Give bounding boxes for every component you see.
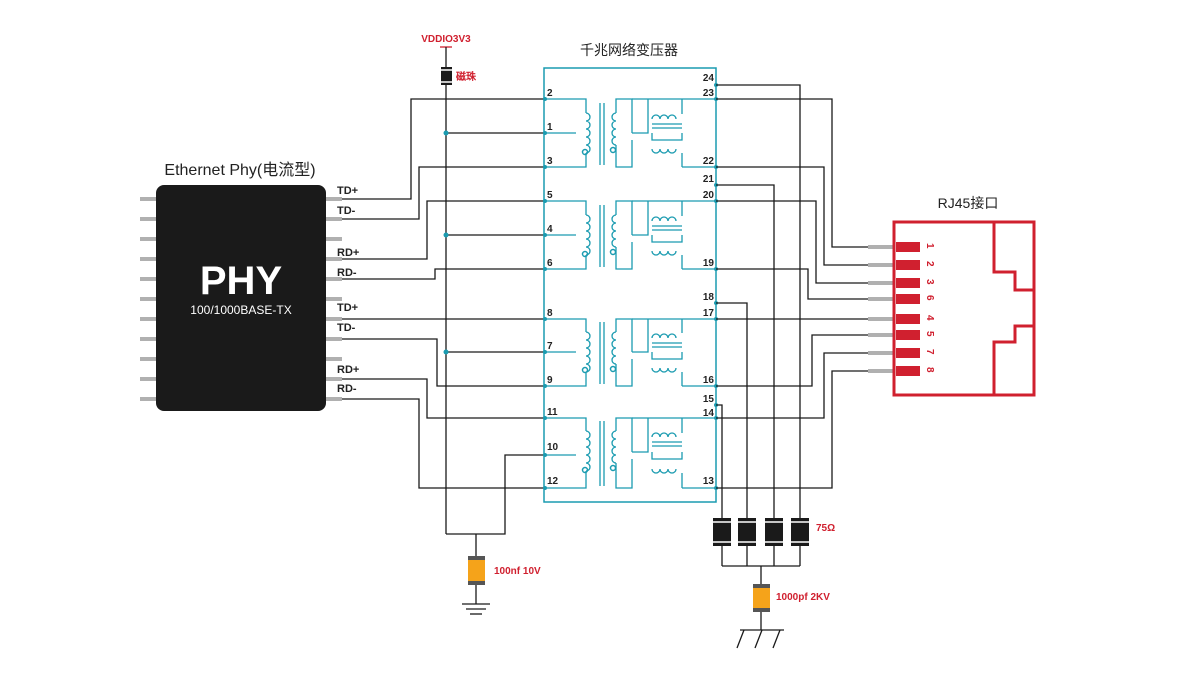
rj45-pin-number: 5 [924, 331, 935, 337]
rj45-contact [896, 348, 920, 358]
phy-pin-label: RD- [337, 267, 357, 279]
rj45-pin-leads [868, 245, 895, 373]
rj45-pin-number: 3 [924, 279, 935, 285]
transformer-right-pin-numbers: 24 23 22 21 20 19 18 17 16 15 14 13 [703, 73, 715, 487]
cap1-label: 100nf 10V [494, 566, 541, 577]
bead-label: 磁珠 [456, 70, 477, 83]
rj45-contact [896, 294, 920, 304]
pin-number: 13 [703, 476, 715, 487]
rj45-contacts [896, 242, 920, 376]
pin-number: 14 [703, 408, 715, 419]
phy-pin-label: TD- [337, 322, 356, 334]
pin-number: 8 [547, 308, 553, 319]
rj45-latch [992, 222, 1034, 292]
resistor [791, 518, 809, 546]
pin-number: 1 [547, 122, 553, 133]
phy-title: Ethernet Phy(电流型) [164, 161, 315, 179]
pin-number: 23 [703, 88, 715, 99]
transformer-channels [545, 98, 716, 489]
resistor-label: 75Ω [816, 523, 835, 534]
transformer-body [543, 67, 717, 503]
pin-number: 2 [547, 88, 553, 99]
rj45-contact [896, 278, 920, 288]
vdd-rail [445, 47, 545, 615]
pin-number: 18 [703, 292, 715, 303]
junction-dots [443, 130, 449, 355]
pin-number: 7 [547, 341, 553, 352]
rj45-pin-number: 6 [924, 295, 935, 301]
rj45-pin-number: 7 [924, 349, 935, 355]
rj45-contact [896, 314, 920, 324]
pin-terminals [543, 83, 718, 490]
pin-number: 10 [547, 442, 559, 453]
rj45-pin-number: 2 [924, 261, 935, 267]
phy-pin-label: RD- [337, 383, 357, 395]
rj45-contact [896, 366, 920, 376]
phy-pin-labels: TD+ TD- RD+ RD- TD+ TD- RD+ RD- [337, 185, 359, 395]
decoupling-capacitor [468, 556, 485, 585]
transformer-title: 千兆网络变压器 [580, 42, 678, 58]
pin-number: 19 [703, 258, 715, 269]
polarity-dots [581, 146, 617, 474]
rj45-contact [896, 242, 920, 252]
rj45-title: RJ45接口 [938, 195, 999, 211]
phy-pin-label: TD+ [337, 302, 358, 314]
pin-number: 22 [703, 156, 715, 167]
rj45-contact [896, 330, 920, 340]
pin-number: 24 [703, 73, 715, 84]
phy-chip [156, 185, 326, 411]
pin-number: 5 [547, 190, 553, 201]
phy-pins-right [325, 197, 342, 401]
phy-pin-label: RD+ [337, 247, 359, 259]
rj45-contact [896, 260, 920, 270]
hv-capacitor [753, 584, 770, 612]
resistor [713, 518, 731, 546]
pin-number: 21 [703, 174, 715, 185]
termination-resistors [713, 518, 809, 584]
pin-number: 9 [547, 375, 553, 386]
pin-number: 6 [547, 258, 553, 269]
chassis-ground [736, 612, 784, 649]
phy-pins-left [140, 197, 158, 401]
pin-number: 15 [703, 394, 715, 405]
phy-chip-sublabel: 100/1000BASE-TX [190, 303, 291, 317]
pin-number: 20 [703, 190, 715, 201]
rj45-latch-lower [992, 324, 1034, 395]
phy-transformer-wires [342, 98, 545, 489]
pin-number: 3 [547, 156, 553, 167]
rj45-pin-number: 8 [924, 367, 935, 373]
resistor [765, 518, 783, 546]
phy-chip-label: PHY [200, 259, 283, 303]
pin-number: 17 [703, 308, 715, 319]
transformer-left-pin-numbers: 2 1 3 5 4 6 8 7 9 11 10 12 [547, 88, 559, 487]
cap2-label: 1000pf 2KV [776, 592, 830, 603]
phy-pin-label: TD- [337, 205, 356, 217]
pin-number: 12 [547, 476, 559, 487]
vdd-label: VDDIO3V3 [421, 34, 471, 45]
resistor [738, 518, 756, 546]
phy-pin-label: RD+ [337, 364, 359, 376]
ferrite-bead [441, 67, 452, 85]
phy-pin-label: TD+ [337, 185, 358, 197]
transformer-rj45-wires [716, 84, 868, 518]
rj45-connector [892, 220, 1036, 397]
pin-number: 16 [703, 375, 715, 386]
rj45-pin-numbers: 1 2 3 6 4 5 7 8 [924, 243, 935, 373]
pin-number: 11 [547, 407, 558, 418]
pin-number: 4 [547, 224, 553, 235]
rj45-pin-number: 4 [924, 315, 935, 321]
rj45-pin-number: 1 [924, 243, 935, 249]
